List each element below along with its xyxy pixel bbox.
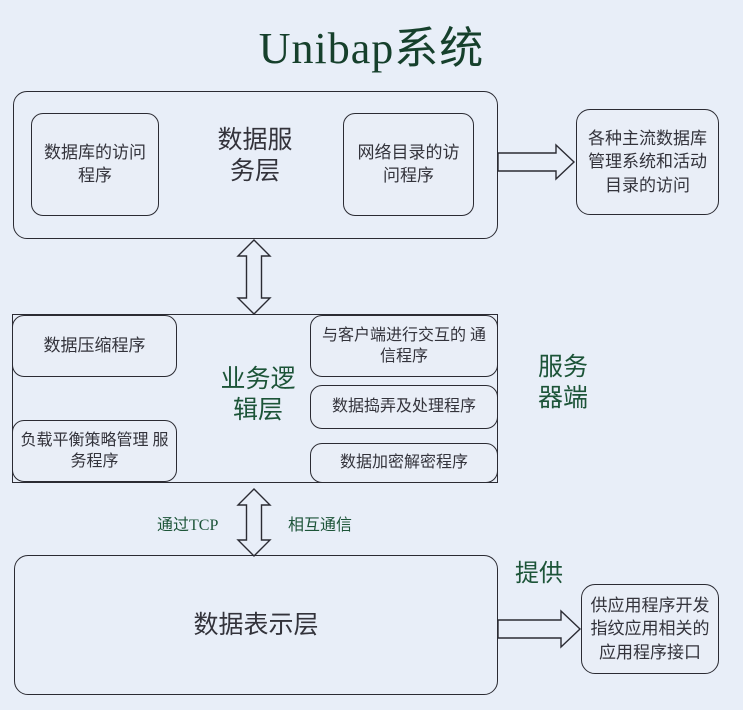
tcp-left-note: 通过TCP [157,517,219,534]
server-side-label: 服务 器端 [537,354,588,412]
data-service-layer-label: 数据服 务层 [217,127,293,185]
db-access-program-box[interactable]: 数据库的访问 程序 [31,113,159,216]
data-handling-program-box[interactable]: 数据捣弄及处理程序 [310,385,498,429]
double-headed-vertical-arrow-icon [236,239,272,315]
block-arrow-right-icon-2 [497,609,582,649]
client-interaction-program-box[interactable]: 与客户端进行交互的 通信程序 [310,315,498,377]
provide-arrow-label: 提供 [515,561,563,587]
network-directory-access-program-box[interactable]: 网络目录的访 问程序 [343,113,474,216]
tcp-right-note: 相互通信 [288,517,353,534]
page-title: Unibap系统 [258,24,485,73]
data-encryption-program-box[interactable]: 数据加密解密程序 [310,443,498,483]
data-presentation-layer-label: 数据表示层 [193,612,319,639]
data-compression-program-box[interactable]: 数据压缩程序 [12,315,177,377]
application-programming-interface-callout[interactable]: 供应用程序开发 指纹应用相关的 应用程序接口 [581,584,719,674]
business-logic-layer-label: 业务逻 辑层 [220,366,296,424]
dbms-ad-access-callout[interactable]: 各种主流数据库 管理系统和活动 目录的访问 [576,109,719,215]
block-arrow-right-icon [497,143,576,181]
load-balancing-program-box[interactable]: 负载平衡策略管理 服务程序 [12,420,177,482]
double-headed-vertical-arrow-icon-2 [236,488,272,557]
data-presentation-layer-container [14,555,498,695]
